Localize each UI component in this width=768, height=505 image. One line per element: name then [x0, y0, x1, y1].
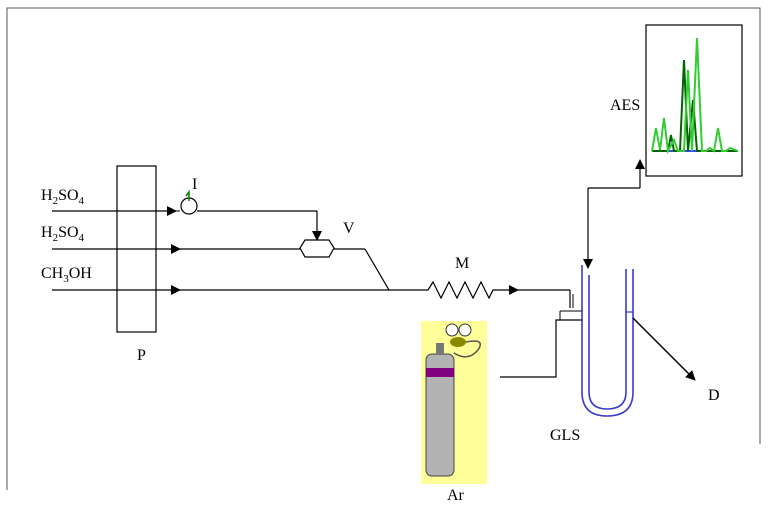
- label-argon: Ar: [447, 487, 465, 504]
- drain-line: [632, 317, 696, 381]
- pump-box: [116, 165, 157, 333]
- gauge-left-icon: [445, 323, 459, 337]
- valve-shape: [299, 239, 335, 258]
- argon-cylinder-band: [426, 368, 454, 377]
- hose-icon: [453, 340, 481, 358]
- label-valve: V: [343, 220, 355, 237]
- mixer-coil: [420, 280, 519, 300]
- gls-inner: [588, 269, 627, 410]
- gauge-right-icon: [458, 323, 472, 337]
- argon-line: [500, 319, 583, 378]
- label-h2so4-1: H2SO4: [41, 187, 85, 207]
- valve-merge: [364, 248, 390, 291]
- injector-mark: [185, 189, 190, 201]
- gls-outer: [581, 265, 634, 417]
- label-injector: I: [192, 176, 197, 193]
- label-gls: GLS: [550, 427, 580, 444]
- argon-cylinder-neck: [436, 343, 444, 355]
- label-pump: P: [137, 347, 146, 364]
- label-aes: AES: [610, 97, 640, 114]
- regulator-icon: [450, 337, 466, 347]
- spectrum-dark-green: [652, 59, 738, 152]
- label-h2so4-2: H2SO4: [41, 224, 85, 244]
- frame-border: [6, 7, 761, 490]
- argon-inlet: [559, 310, 583, 320]
- label-mixer: M: [455, 255, 469, 272]
- label-ch3oh: CH3OH: [41, 265, 92, 285]
- label-drain: D: [708, 387, 720, 404]
- spectrum-light-green: [651, 37, 739, 155]
